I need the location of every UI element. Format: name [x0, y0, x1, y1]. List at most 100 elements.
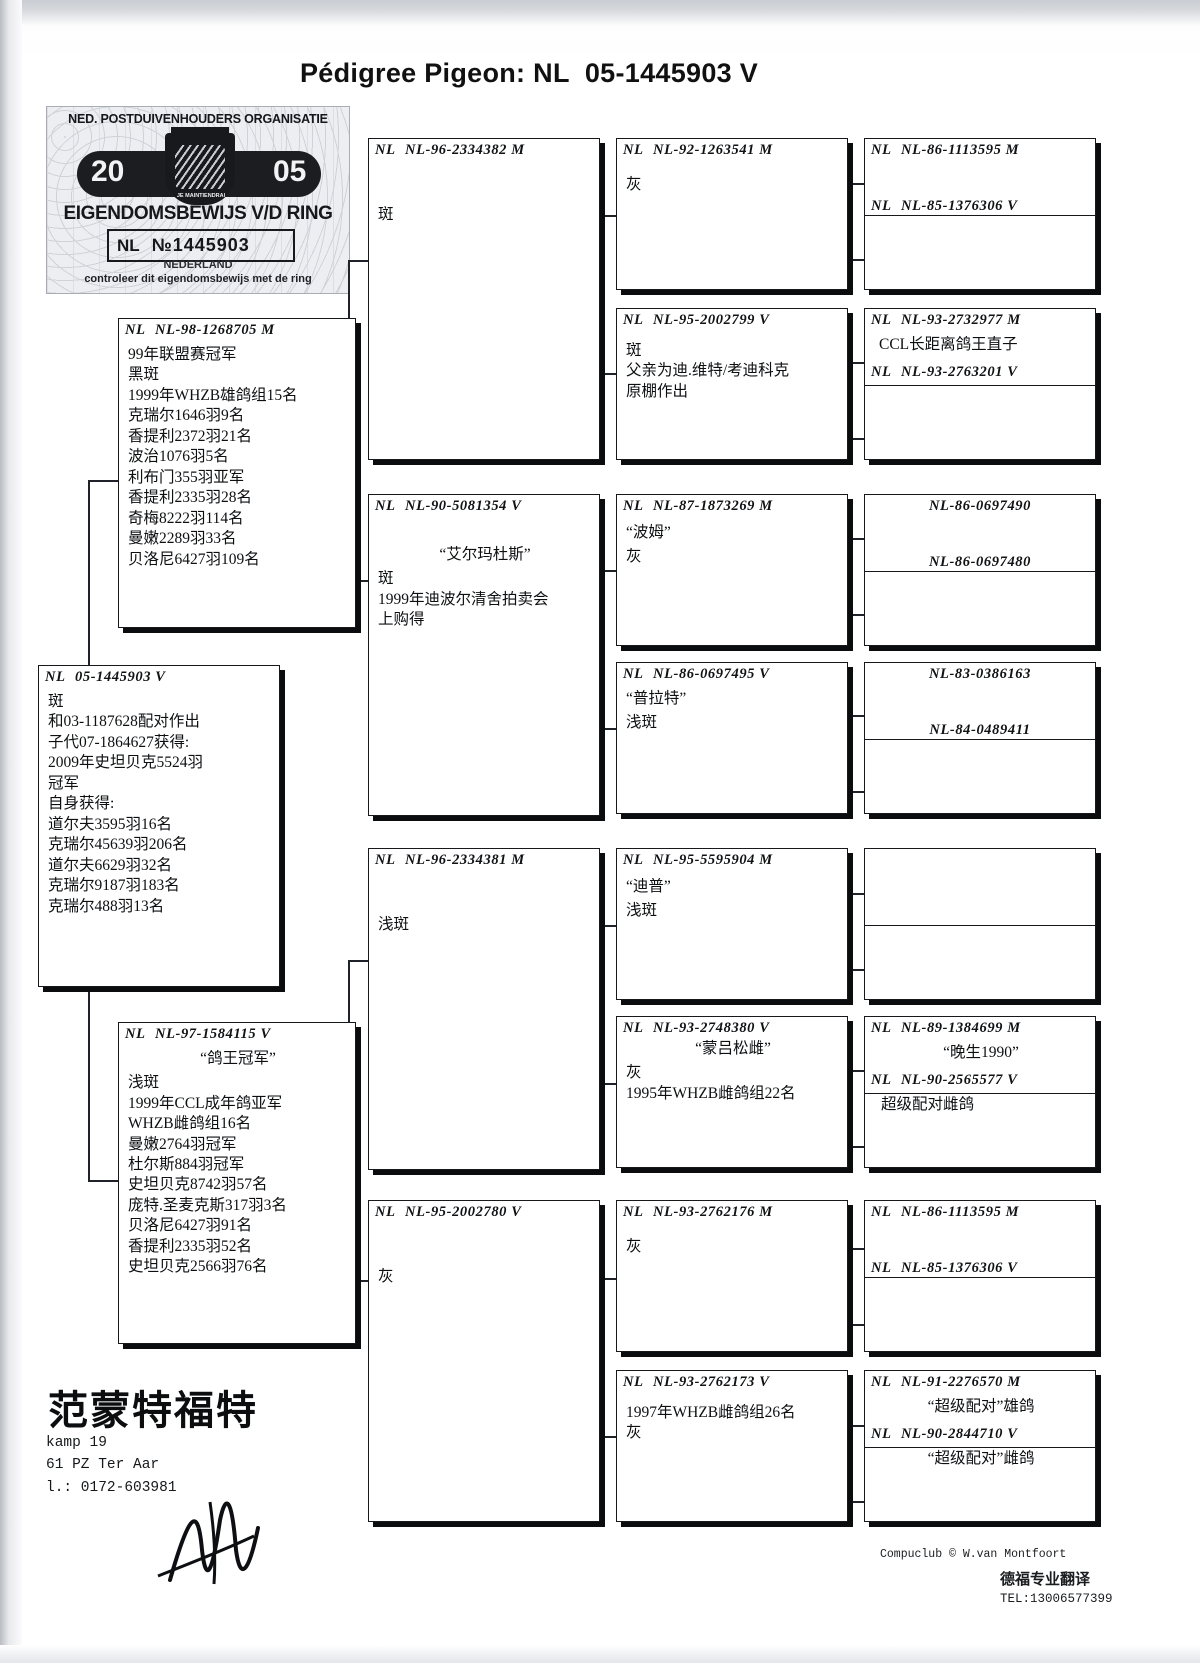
ownership-proof-label: EIGENDOMSBEWIJS V/D RING — [63, 203, 333, 224]
pedigree-box-gen5-1[interactable]: NL NL-93-2732977 M CCL长距离鸽王直子 NL NL-93-2… — [864, 308, 1096, 460]
gen5-4-top-details — [865, 871, 1095, 875]
gen4-6-details: 灰 — [626, 1238, 642, 1255]
connector — [851, 538, 853, 616]
connector — [600, 1278, 602, 1438]
pedigree-box-gen3-0[interactable]: NL NL-96-2334382 M 斑 — [368, 138, 600, 460]
gen5-3-divider — [865, 739, 1095, 741]
gen5-1-bottom-ring-number: NL-93-2763201 V — [901, 363, 1018, 380]
pedigree-box-gen5-3[interactable]: NL-83-0386163 NL-84-0489411 — [864, 662, 1096, 814]
pedigree-box-gen4-0[interactable]: NL NL-92-1263541 M 灰 — [616, 138, 848, 290]
gen4-2-ring-prefix: NL — [623, 497, 644, 514]
gen4-7-ring-number: NL-93-2762173 V — [653, 1373, 770, 1390]
gen5-0-bottom-ring-prefix: NL — [871, 197, 892, 214]
connector — [88, 1180, 120, 1182]
page-title: Pédigree Pigeon: NL 05-1445903 V — [300, 58, 759, 88]
gen5-5-top-ring-prefix: NL — [871, 1019, 892, 1036]
ring-ownership-certificate-stamp: NED. POSTDUIVENHOUDERS ORGANISATIE JE MA… — [46, 106, 350, 294]
gen3-2-ring: NL NL-96-2334381 M — [369, 849, 599, 871]
pedigree-box-gen4-5[interactable]: NL NL-93-2748380 V “蒙吕松雌” 灰 1995年WHZB雌鸽组… — [616, 1016, 848, 1168]
gen3-1-name: “艾尔玛杜斯” — [439, 546, 531, 563]
connector — [851, 538, 865, 540]
connector — [851, 1425, 865, 1427]
pedigree-box-gen5-6[interactable]: NL NL-86-1113595 M NL NL-85-1376306 V — [864, 1200, 1096, 1352]
gen3-1-ring-prefix: NL — [375, 497, 396, 514]
gen5-3-top-ring-number: NL-83-0386163 — [928, 665, 1032, 682]
pedigree-box-gen4-4[interactable]: NL NL-95-5595904 M “迪普” 浅斑 — [616, 848, 848, 1000]
pedigree-box-gen5-2[interactable]: NL-86-0697490 NL-86-0697480 — [864, 494, 1096, 646]
connector — [851, 362, 853, 440]
connector — [600, 728, 618, 730]
gen4-2-ring: NL NL-87-1873269 M — [617, 495, 847, 517]
gen5-1-bottom-ring-prefix: NL — [871, 363, 892, 380]
gen5-3-top-ring: NL-83-0386163 — [865, 663, 1095, 685]
gen5-7-top-ring: NL NL-91-2276570 M — [865, 1371, 1095, 1393]
pedigree-box-gen5-0[interactable]: NL NL-86-1113595 M NL NL-85-1376306 V — [864, 138, 1096, 290]
pedigree-box-gen4-3[interactable]: NL NL-86-0697495 V “普拉特” 浅斑 — [616, 662, 848, 814]
organisation-name: NED. POSTDUIVENHOUDERS ORGANISATIE — [68, 112, 328, 126]
pedigree-box-gen4-1[interactable]: NL NL-95-2002799 V 斑 父亲为迪.维特/考迪科克 原棚作出 — [616, 308, 848, 460]
gen5-2-top-ring: NL-86-0697490 — [865, 495, 1095, 517]
gen5-1-top-ring-number: NL-93-2732977 M — [901, 311, 1021, 328]
connector — [851, 893, 853, 971]
gen4-3-details: 浅斑 — [626, 714, 658, 732]
connector — [851, 893, 865, 895]
pedigree-box-subject[interactable]: NL 05-1445903 V 斑 和03-1187628配对作出 子代07-1… — [38, 665, 280, 987]
gen3-0-ring: NL NL-96-2334382 M — [369, 139, 599, 161]
gen4-3-name: “普拉特” — [626, 690, 687, 707]
pedigree-box-gen5-5[interactable]: NL NL-89-1384699 M “晚生1990” NL NL-90-256… — [864, 1016, 1096, 1168]
connector — [851, 362, 865, 364]
gen5-0-bottom-details — [865, 217, 1095, 221]
translator-tel: TEL:13006577399 — [1000, 1592, 1113, 1606]
connector — [348, 580, 370, 582]
connector — [851, 1146, 865, 1148]
gen5-5-bottom-ring-prefix: NL — [871, 1071, 892, 1088]
connector — [600, 215, 602, 375]
gen5-5-bottom-ring: NL NL-90-2565577 V — [865, 1069, 1095, 1091]
pedigree-box-gen3-2[interactable]: NL NL-96-2334381 M 浅斑 — [368, 848, 600, 1170]
stamp-motto: JE MAINTIENDRAI — [176, 193, 226, 199]
gen4-4-name: “迪普” — [626, 878, 671, 895]
gen5-7-divider — [865, 1447, 1095, 1449]
connector — [88, 830, 90, 1182]
gen5-6-bottom-ring-prefix: NL — [871, 1259, 892, 1276]
pedigree-box-gen3-3[interactable]: NL NL-95-2002780 V 灰 — [368, 1200, 600, 1522]
gen5-0-top-ring-prefix: NL — [871, 141, 892, 158]
gen5-4-divider — [865, 925, 1095, 927]
gen4-3-ring: NL NL-86-0697495 V — [617, 663, 847, 685]
connector — [851, 1070, 853, 1148]
connector — [600, 570, 602, 730]
gen4-6-ring: NL NL-93-2762176 M — [617, 1201, 847, 1223]
stamp-check-note: controleer dit eigendomsbewijs met de ri… — [84, 273, 312, 285]
gen4-1-ring-prefix: NL — [623, 311, 644, 328]
gen4-4-ring-number: NL-95-5595904 M — [653, 851, 773, 868]
pedigree-box-gen5-7[interactable]: NL NL-91-2276570 M “超级配对”雄鸽 NL NL-90-284… — [864, 1370, 1096, 1522]
gen3-3-ring-number: NL-95-2002780 V — [405, 1203, 522, 1220]
gen3-0-ring-number: NL-96-2334382 M — [405, 141, 525, 158]
connector — [851, 438, 865, 440]
crown-icon — [171, 127, 229, 137]
gen4-3-ring-prefix: NL — [623, 665, 644, 682]
gen3-3-details: 灰 — [378, 1268, 394, 1285]
pedigree-box-gen4-6[interactable]: NL NL-93-2762176 M 灰 — [616, 1200, 848, 1352]
pedigree-box-gen4-7[interactable]: NL NL-93-2762173 V 1997年WHZB雌鸽组26名 灰 — [616, 1370, 848, 1522]
gen4-4-ring: NL NL-95-5595904 M — [617, 849, 847, 871]
compuclub-credit: Compuclub © W.van Montfoort — [880, 1548, 1067, 1561]
gen4-1-details: 斑 父亲为迪.维特/考迪科克 原棚作出 — [626, 342, 790, 400]
pedigree-box-dam[interactable]: NL NL-97-1584115 V “鸽王冠军” 浅斑 1999年CCL成年鸽… — [118, 1022, 356, 1344]
gen4-5-ring-number: NL-93-2748380 V — [653, 1019, 770, 1036]
pedigree-box-gen5-4[interactable] — [864, 848, 1096, 1000]
pedigree-box-gen3-1[interactable]: NL NL-90-5081354 V “艾尔玛杜斯” 斑 1999年迪波尔清舍拍… — [368, 494, 600, 816]
gen3-2-details: 浅斑 — [378, 916, 410, 933]
connector — [851, 791, 865, 793]
breeder-name: 范蒙特福特 — [48, 1388, 258, 1433]
pedigree-box-gen4-2[interactable]: NL NL-87-1873269 M “波姆” 灰 — [616, 494, 848, 646]
pedigree-box-sire[interactable]: NL NL-98-1268705 M 99年联盟赛冠军 黑斑 1999年WHZB… — [118, 318, 356, 628]
gen5-7-top-ring-number: NL-91-2276570 M — [901, 1373, 1021, 1390]
stamp-year-left: 20 — [91, 155, 125, 188]
gen4-3-ring-number: NL-86-0697495 V — [653, 665, 770, 682]
gen5-6-bottom-ring-number: NL-85-1376306 V — [901, 1259, 1018, 1276]
subject-ring-number: 05-1445903 V — [75, 668, 166, 685]
sire-ring-number: NL-98-1268705 M — [155, 321, 275, 338]
stamp-country-code: NL — [117, 235, 140, 255]
gen5-2-top-ring-number: NL-86-0697490 — [928, 497, 1032, 514]
